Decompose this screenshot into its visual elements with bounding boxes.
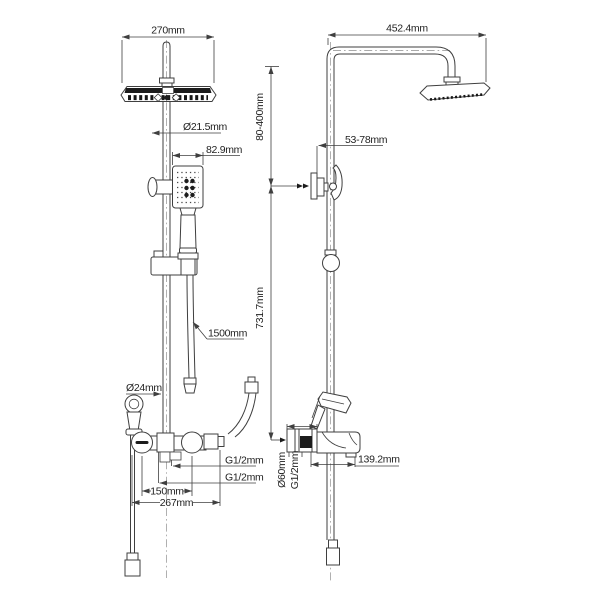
dim-outlet-thread-label: G1/2mm [225,455,264,467]
dim-pipe-bottom-diameter: Ø24mm [126,382,163,397]
dim-wall-thread: G1/2mm [289,450,301,489]
dim-hose-length-label: 1500mm [208,328,248,340]
dim-inlet-thread: G1/2mm [158,452,264,486]
hand-shower-neck [179,207,197,216]
bidet-hose [124,435,141,577]
hose-end-cone [183,383,197,394]
dim-wall-thread-label: G1/2mm [289,450,301,489]
dim-handshower-width-label: 82.9mm [206,144,243,156]
dim-column-height-label: 731.7mm [254,287,266,329]
side-view: 452.4mm 80-400mm 731.7mm 53-78mm 1 [254,23,491,582]
wall-connection-block [286,424,318,457]
faucet-outlet [159,451,171,463]
mixer-faucet-side [316,431,361,458]
dim-inlet-spacing: 150mm [141,456,193,498]
dim-overall-width: 267mm [131,450,221,509]
dim-outlet-thread: G1/2mm [171,455,264,469]
dim-bracket-depth-label: 53-78mm [345,134,388,146]
dim-head-width-label: 270mm [151,25,185,37]
dim-inlet-spacing-label: 150mm [150,486,184,498]
dim-bracket-depth: 53-78mm [316,134,388,174]
bidet-sprayer-side [310,391,352,430]
dim-escutcheon-diameter-label: Ø60mm [276,452,288,488]
faucet-right-block [203,433,219,450]
hand-shower [172,165,204,254]
bracket-clamp-lever [330,164,343,201]
dim-pipe-bottom-diameter-label: Ø24mm [126,382,162,394]
dim-top-range-label: 80-400mm [254,93,266,141]
temperature-knob [181,431,203,454]
dim-column-height: 731.7mm [254,186,286,443]
dim-head-width: 270mm [121,25,215,83]
overhead-shower-side [419,82,491,101]
dim-handshower-width: 82.9mm [172,144,243,165]
dim-body-depth: 139.2mm [310,452,401,467]
dim-escutcheon-diameter: Ø60mm [276,452,288,488]
dim-overall-width-label: 267mm [160,497,194,509]
bottom-hose-connector-side [326,539,340,566]
hand-shower-holder [147,177,174,197]
dim-pipe-top-diameter: Ø21.5mm [152,121,228,136]
wall-seal-square [300,436,312,448]
dim-pipe-top-diameter-label: Ø21.5mm [183,121,228,133]
dim-arm-reach: 452.4mm [327,23,487,82]
overhead-shower-front [120,86,217,102]
hose-end-nut [183,377,197,385]
mixer-faucet-front [131,431,225,463]
front-view: 270mm Ø21.5mm 82.9mm 1500mm Ø24mm G1/2mm [120,25,264,578]
faucet-center-connection [156,432,175,453]
slider-bracket-front [150,250,199,276]
dim-top-range: 80-400mm [254,66,309,189]
bidet-sprayer [124,394,144,436]
dim-hose-length: 1500mm [192,321,248,340]
hand-shower-handle [179,214,197,249]
slider-knob-side [322,249,340,272]
shower-hose [183,274,197,394]
nozzle-row-side [429,93,484,101]
shower-arm-front [159,41,175,89]
wall-bracket-side [310,164,343,201]
dim-inlet-thread-label: G1/2mm [225,472,264,484]
dim-body-depth-label: 139.2mm [358,454,400,466]
hose-faucet-connector [227,376,259,438]
dim-arm-reach-label: 452.4mm [386,23,428,35]
